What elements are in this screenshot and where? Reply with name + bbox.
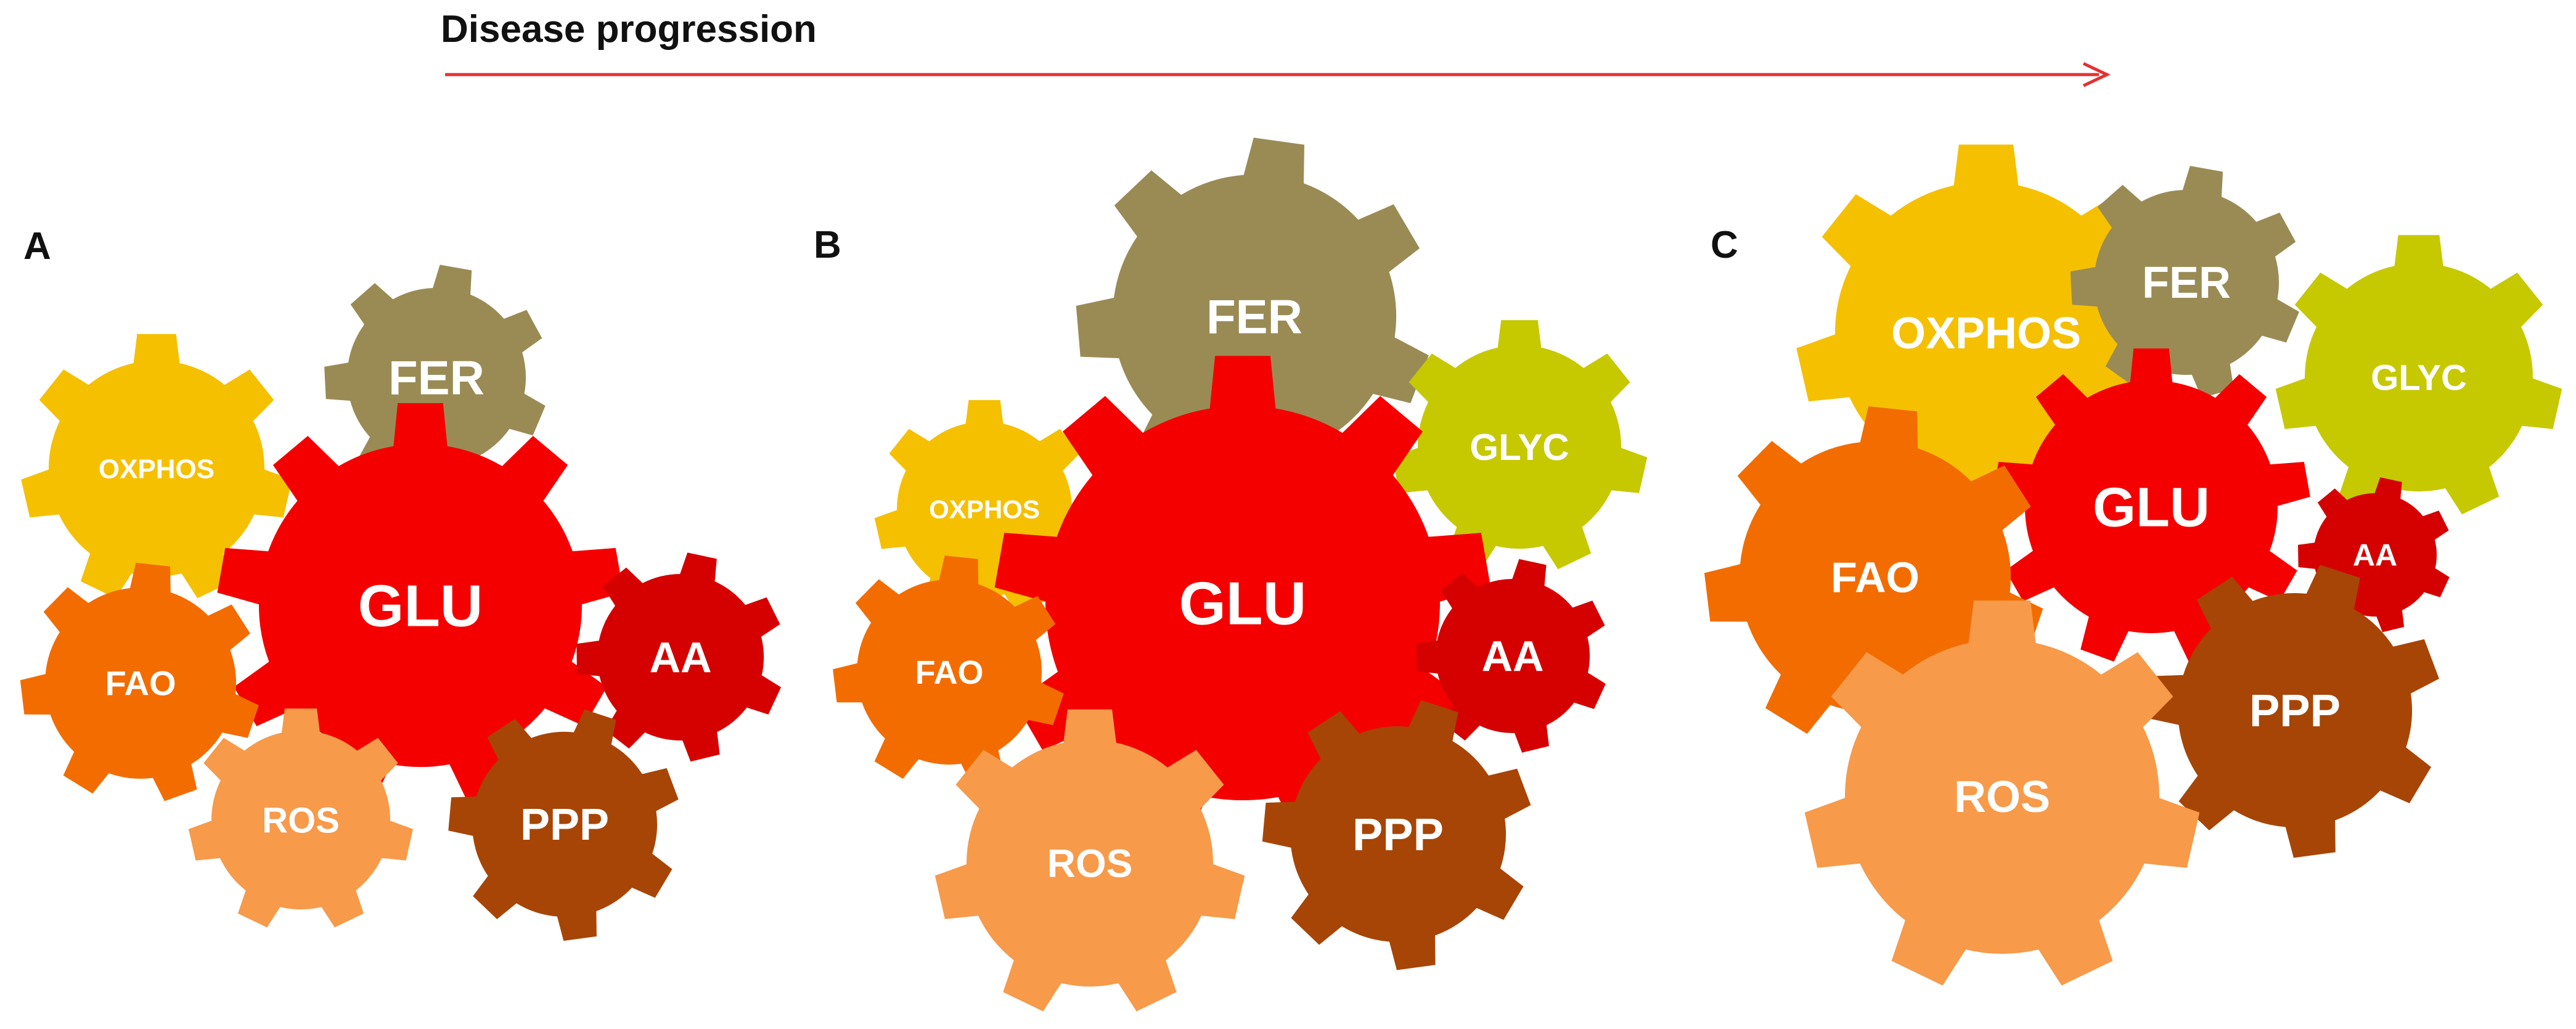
panel-b: B FER GLYC OXPHOS GLU AA FAO ROS PPP: [814, 137, 1648, 1012]
gear-glu-label: GLU: [2093, 477, 2210, 539]
gear-glyc-shape: [2275, 235, 2562, 515]
gear-oxphos-a: OXPHOS: [21, 334, 292, 599]
gear-fao-shape: [20, 562, 259, 801]
gear-oxphos-label: OXPHOS: [1891, 309, 2081, 358]
gear-glu-b: GLU: [994, 356, 1491, 845]
gear-ros-a: ROS: [188, 708, 414, 928]
gear-ppp-shape: [1262, 700, 1531, 970]
gear-ppp-c: PPP: [2147, 565, 2439, 858]
gear-aa-shape: [576, 552, 781, 762]
gear-ros-label: ROS: [1954, 773, 2050, 822]
panel-label-b: B: [814, 224, 841, 266]
gear-ros-label: ROS: [262, 800, 340, 840]
gear-ros-label: ROS: [1047, 841, 1133, 885]
gear-fer-label: FER: [2142, 258, 2231, 308]
gear-fao-a: FAO: [20, 562, 259, 801]
progression-arrow-head: [2082, 62, 2111, 88]
gear-ppp-shape: [448, 709, 679, 941]
gear-oxphos-shape: [21, 334, 292, 599]
gear-aa-label: AA: [2353, 538, 2397, 573]
gear-fer-shape: [2070, 166, 2299, 398]
gear-glyc-b: GLYC: [1391, 320, 1648, 570]
gear-fao-label: FAO: [1831, 554, 1920, 602]
gear-fao-label: FAO: [105, 664, 176, 703]
gear-fer-a: FER: [324, 264, 546, 490]
gear-ppp-label: PPP: [520, 800, 609, 850]
gear-oxphos-label: OXPHOS: [99, 454, 215, 484]
panel-c: C OXPHOS FER GLYC GLU FAO AA PPP ROS: [1704, 144, 2562, 986]
gear-ppp-b: PPP: [1262, 700, 1531, 970]
gear-fer-label: FER: [388, 350, 485, 404]
gear-fao-b: FAO: [833, 555, 1064, 787]
gear-fer-shape: [324, 264, 546, 490]
gear-glu-shape: [994, 356, 1491, 845]
gear-aa-b: AA: [1416, 559, 1606, 753]
gear-glu-label: GLU: [1179, 569, 1307, 637]
gear-fao-shape: [833, 555, 1064, 787]
gear-fao-label: FAO: [915, 654, 983, 691]
gear-ros-shape: [188, 708, 414, 928]
gear-ros-b: ROS: [934, 709, 1245, 1012]
gear-glu-shape: [217, 403, 624, 803]
gear-ros-c: ROS: [1804, 601, 2200, 986]
gear-ppp-label: PPP: [1352, 809, 1444, 860]
gear-ros-shape: [934, 709, 1245, 1012]
gear-glyc-c: GLYC: [2275, 235, 2562, 515]
header-title: Disease progression: [441, 8, 817, 51]
gear-ros-shape: [1804, 601, 2200, 986]
gear-fer-b: FER: [1076, 137, 1429, 493]
gear-glyc-shape: [1391, 320, 1648, 570]
panel-label-a: A: [23, 225, 51, 268]
gear-aa-label: AA: [649, 634, 711, 682]
gear-aa-a: AA: [576, 552, 781, 762]
gear-glu-label: GLU: [358, 573, 483, 639]
panel-a: A FER OXPHOS GLU AA FAO ROS PPP: [20, 225, 781, 941]
gear-fer-shape: [1076, 137, 1429, 493]
gear-ppp-label: PPP: [2249, 685, 2341, 736]
gear-ppp-a: PPP: [448, 709, 679, 941]
gear-aa-shape: [1416, 559, 1606, 753]
gear-glu-a: GLU: [217, 403, 624, 803]
gear-oxphos-label: OXPHOS: [929, 495, 1040, 524]
gear-fer-c: FER: [2070, 166, 2299, 398]
gear-glyc-label: GLYC: [2371, 358, 2467, 398]
gear-glyc-label: GLYC: [1470, 427, 1569, 468]
gear-aa-label: AA: [1481, 633, 1544, 681]
panel-label-c: C: [1711, 224, 1738, 266]
gear-fer-label: FER: [1206, 289, 1302, 343]
gear-ppp-shape: [2147, 565, 2439, 858]
